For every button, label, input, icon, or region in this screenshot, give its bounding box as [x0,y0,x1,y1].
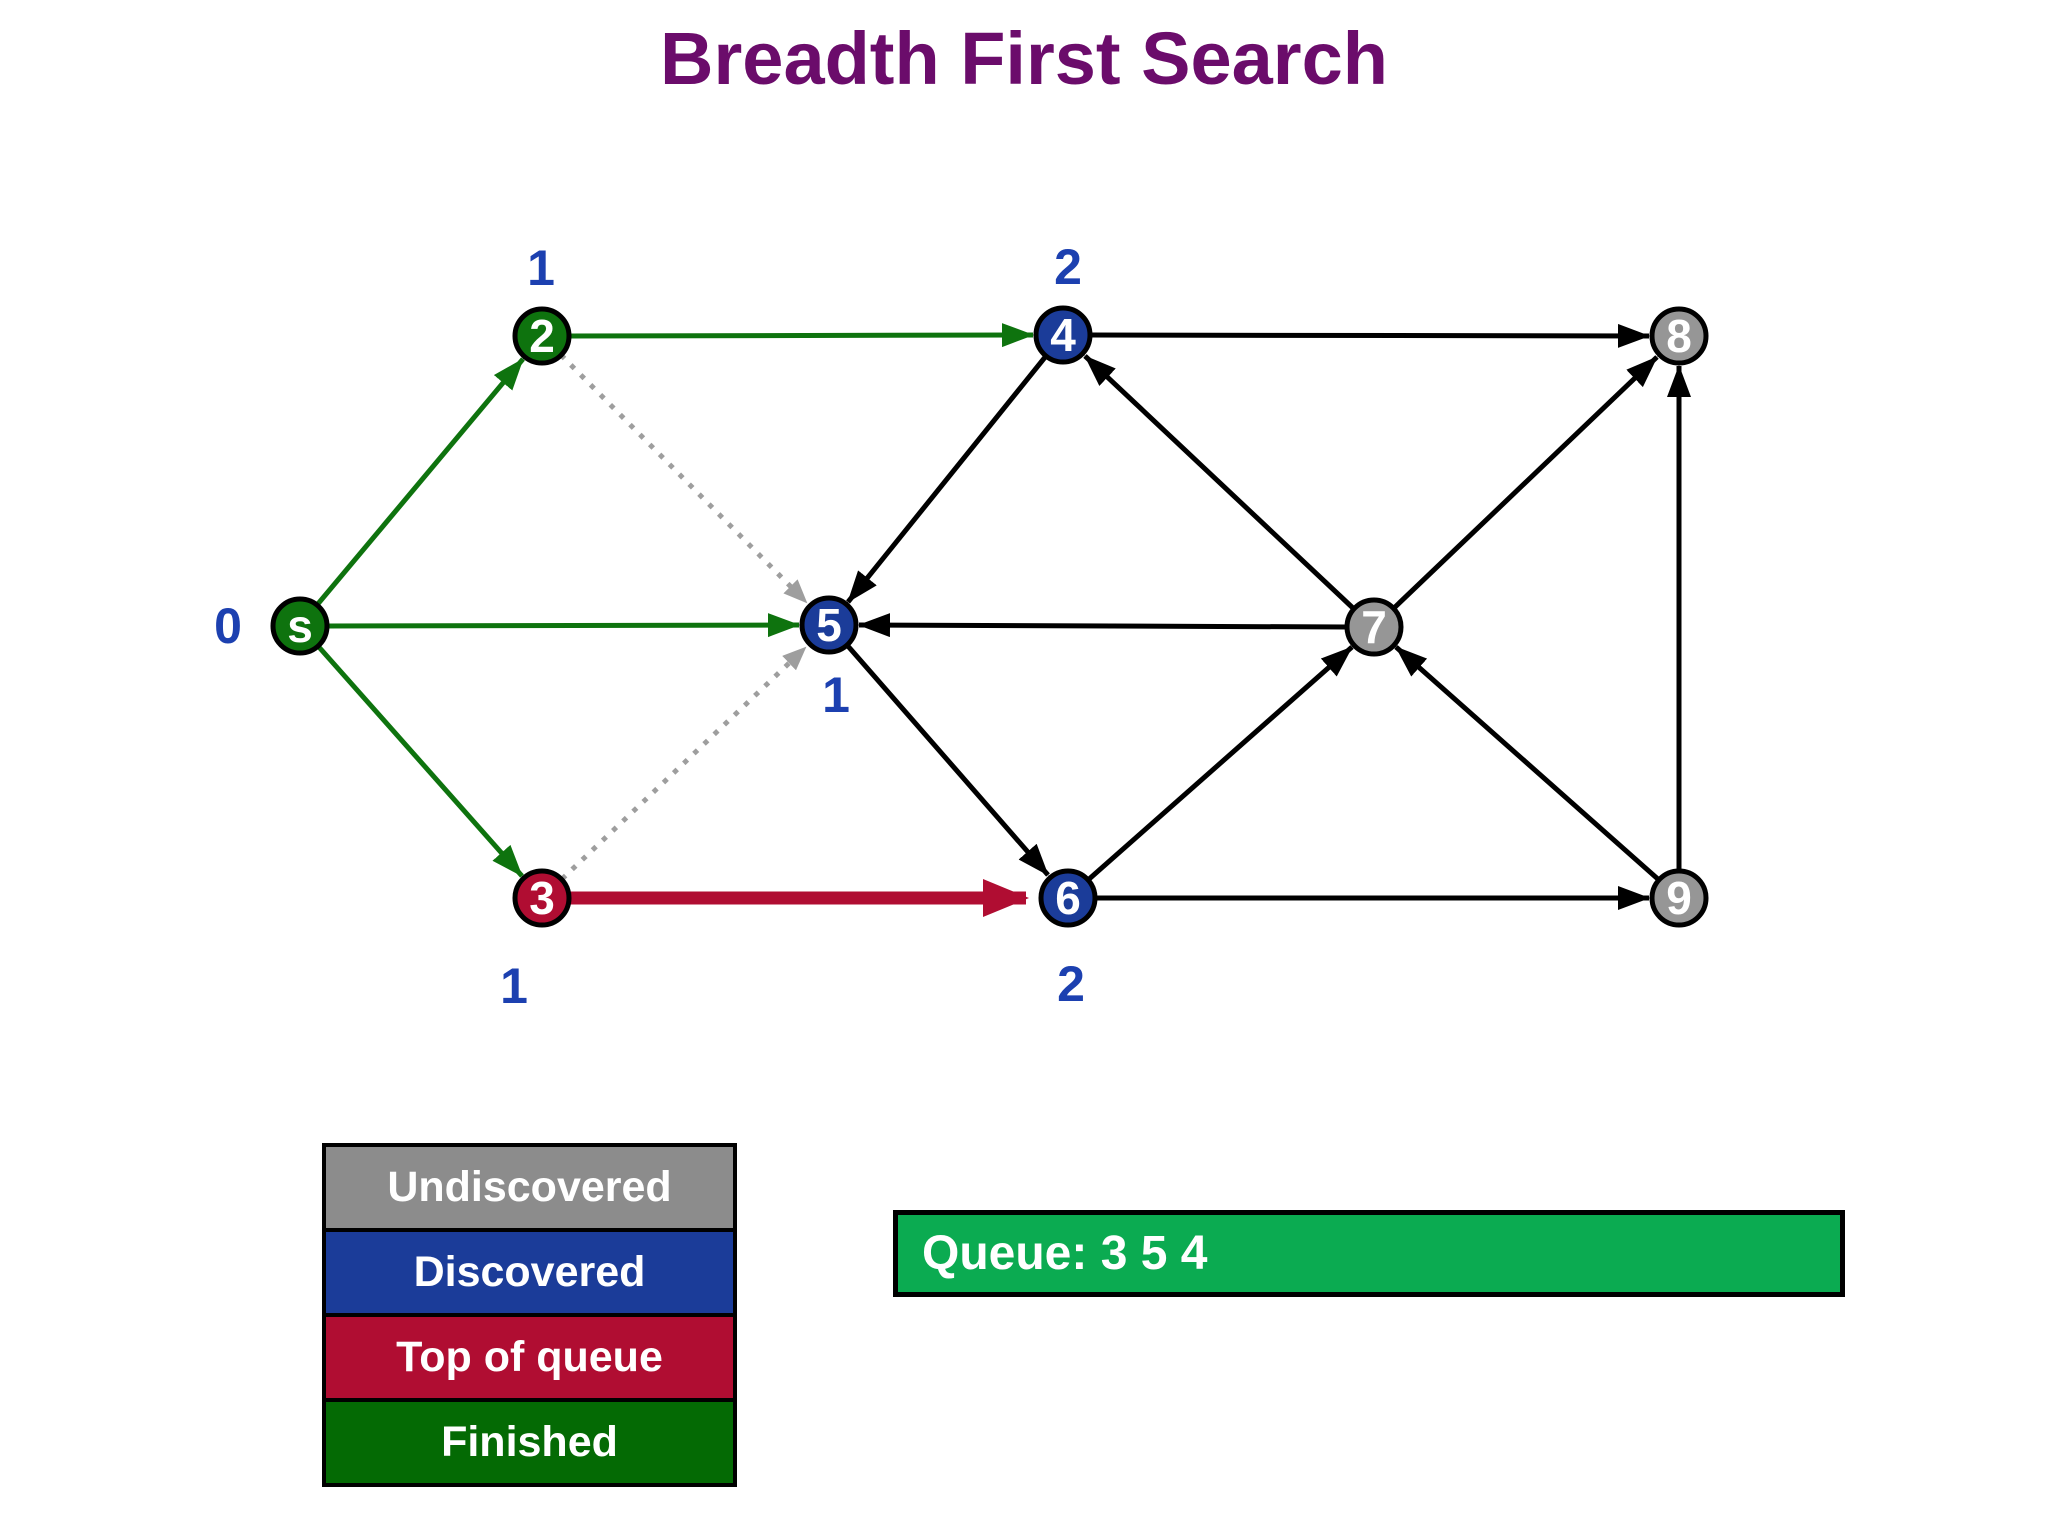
node-9-circle [1649,868,1709,928]
legend-row-discovered: Discovered [326,1228,733,1313]
edge-7-5 [858,613,1348,638]
distance-labels: 0 1 1 2 1 2 [214,239,1085,1014]
node-5: 5 [799,595,859,655]
node-5-label: 5 [816,599,842,651]
node-s-label: s [287,600,313,652]
edge-s-2 [315,357,525,607]
distance-label-4: 2 [1054,239,1082,295]
node-4-label: 4 [1050,309,1076,361]
legend-label-top-of-queue: Top of queue [396,1333,663,1381]
node-5-circle [799,595,859,655]
node-3: 3 [512,868,572,928]
legend: Undiscovered Discovered Top of queue Fin… [322,1143,737,1487]
node-8-circle [1649,306,1709,366]
nodes: s 2 3 4 5 6 7 [270,305,1709,928]
node-s: s [270,596,330,656]
queue-text: Queue: 3 5 4 [922,1227,1208,1280]
edge-4-8 [1089,323,1650,348]
legend-row-finished: Finished [326,1398,733,1483]
edge-5-6 [845,643,1050,877]
node-s-circle [270,596,330,656]
page-title: Breadth First Search [660,17,1388,100]
queue-bar: Queue: 3 5 4 [893,1210,1845,1297]
edge-7-4 [1083,354,1356,611]
legend-label-undiscovered: Undiscovered [387,1163,672,1211]
edge-6-7 [1086,645,1354,882]
edge-s-3 [316,644,524,878]
legend-label-finished: Finished [441,1418,618,1466]
node-6: 6 [1038,868,1098,928]
distance-label-5: 1 [822,667,850,723]
node-2: 2 [512,306,572,366]
node-6-circle [1038,868,1098,928]
node-7-circle [1344,597,1404,657]
node-7-label: 7 [1361,601,1387,653]
distance-label-3: 1 [500,958,528,1014]
node-3-circle [512,868,572,928]
distance-label-2: 1 [527,240,555,296]
node-4-circle [1033,305,1093,365]
distance-label-s: 0 [214,598,242,654]
legend-row-undiscovered: Undiscovered [326,1147,733,1228]
edge-9-7 [1394,645,1661,882]
edge-4-5 [846,354,1048,604]
node-8-label: 8 [1666,310,1692,362]
edge-2-5 [559,353,808,604]
edge-3-5 [560,646,807,881]
node-9-label: 9 [1666,872,1692,924]
distance-label-6: 2 [1057,956,1085,1012]
node-4: 4 [1033,305,1093,365]
node-3-label: 3 [529,872,555,924]
edges [315,323,1691,917]
node-2-circle [512,306,572,366]
legend-label-discovered: Discovered [413,1248,646,1296]
legend-row-top-of-queue: Top of queue [326,1313,733,1398]
node-8: 8 [1649,306,1709,366]
node-6-label: 6 [1055,872,1081,924]
node-2-label: 2 [529,310,555,362]
edge-s-5 [326,613,800,638]
edge-7-8 [1392,355,1659,610]
node-9: 9 [1649,868,1709,928]
edge-2-4 [568,323,1034,348]
node-7: 7 [1344,597,1404,657]
